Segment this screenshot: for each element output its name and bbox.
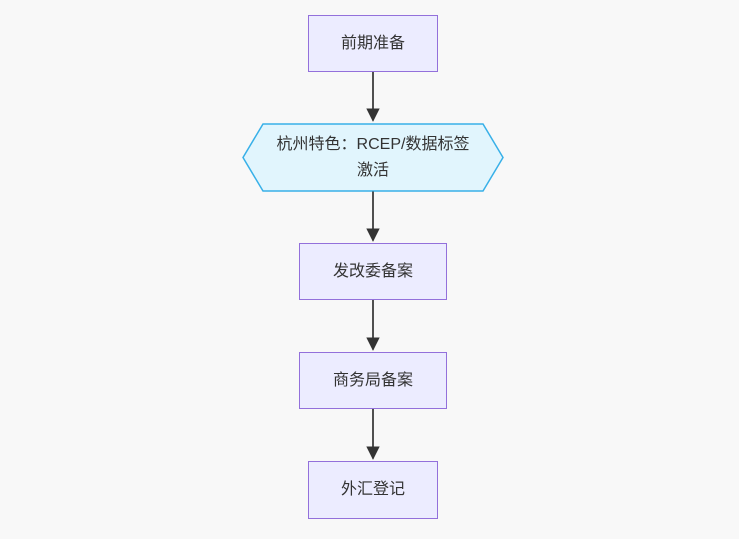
- node-commerce-filing-label: 商务局备案: [332, 371, 413, 389]
- node-prep: 前期准备: [308, 15, 438, 72]
- node-hangzhou-feature-label: 杭州特色：RCEP/数据标签激活: [276, 135, 470, 179]
- node-hangzhou-feature: 杭州特色：RCEP/数据标签激活: [253, 124, 493, 191]
- node-forex-registration: 外汇登记: [308, 461, 438, 519]
- node-ndrc-filing-label: 发改委备案: [332, 262, 413, 280]
- node-prep-label: 前期准备: [340, 34, 405, 52]
- node-commerce-filing: 商务局备案: [299, 352, 447, 409]
- node-forex-registration-label: 外汇登记: [340, 481, 405, 499]
- hexagon-node-shape: [242, 123, 504, 192]
- node-ndrc-filing: 发改委备案: [299, 243, 447, 300]
